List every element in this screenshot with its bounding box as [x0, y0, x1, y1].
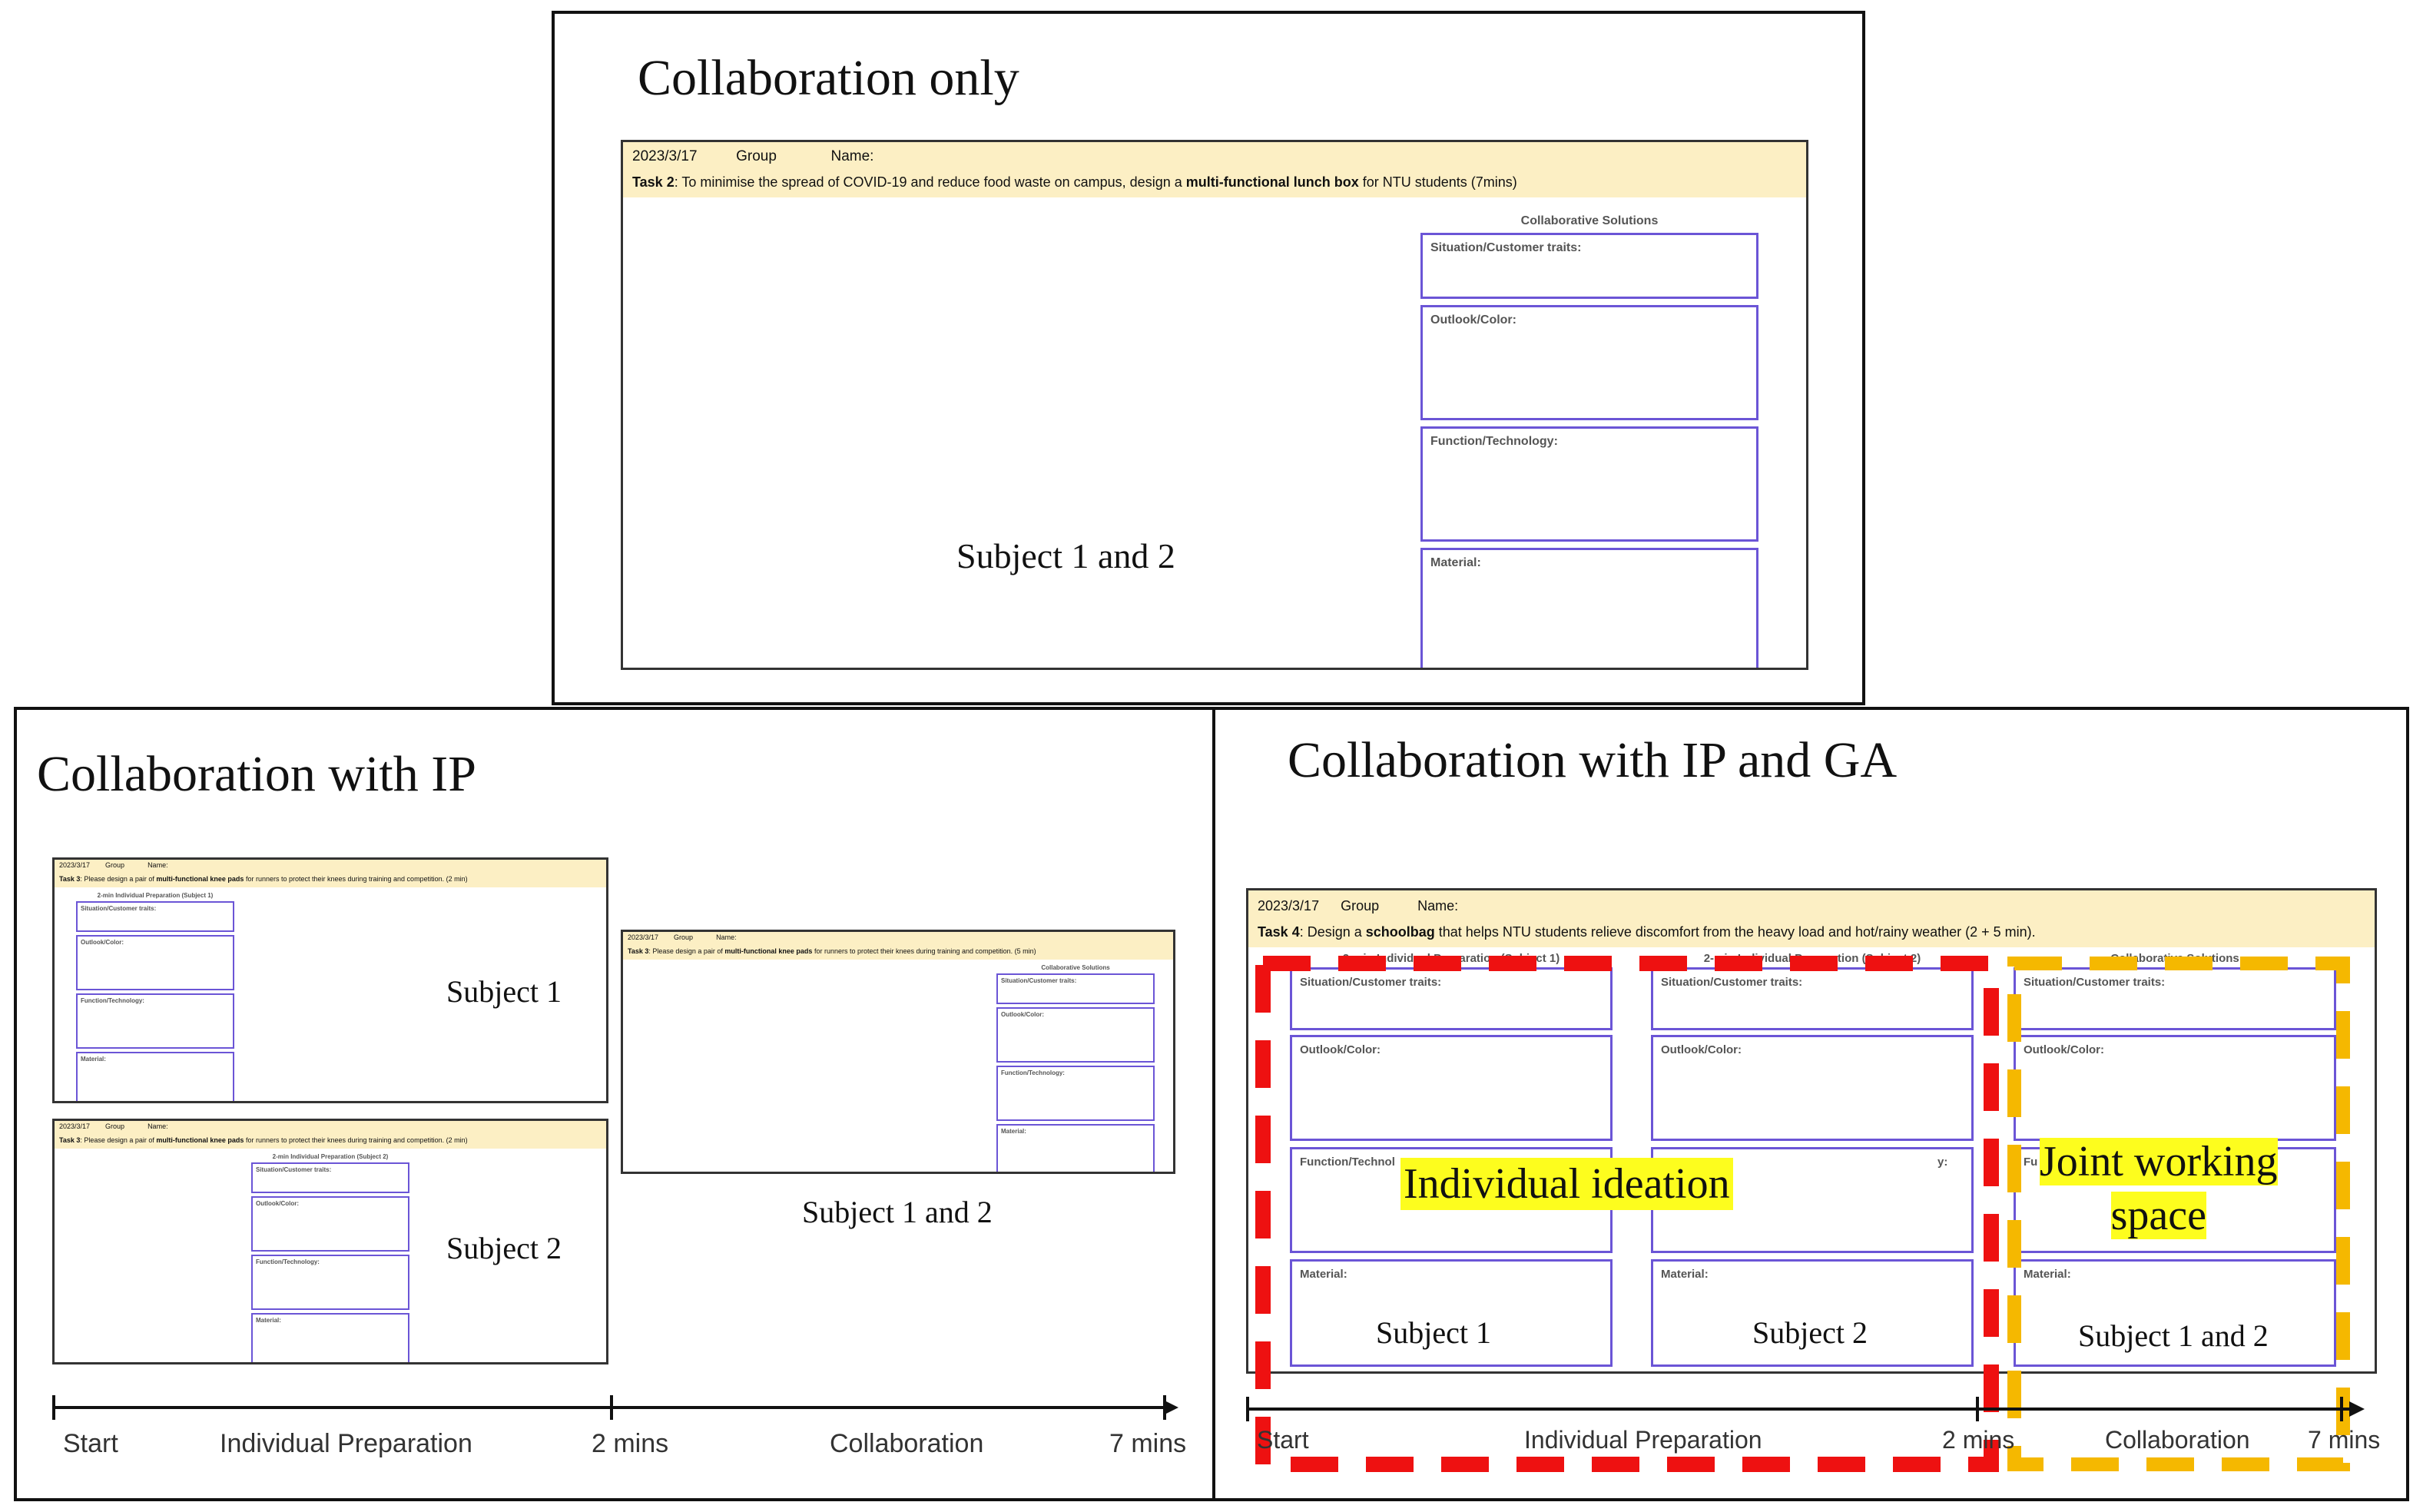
situation-box: Situation/Customer traits:	[251, 1162, 409, 1193]
joint-line-1: Joint working	[2040, 1138, 2278, 1185]
subject-label: Subject 1 and 2	[956, 536, 1175, 575]
panel-title: Collaboration only	[638, 50, 1019, 106]
timeline-7-mins: 7 mins	[1109, 1429, 1187, 1458]
collab-column-title: Collaborative Solutions	[1520, 214, 1659, 227]
timeline-2-mins: 2 mins	[1942, 1426, 2015, 1454]
tick-7-mins	[2340, 1397, 2343, 1421]
s1-situation-box: Situation/Customer traits:	[1290, 967, 1613, 1030]
task-text: Task 4: Design a schoolbag that helps NT…	[1258, 924, 2036, 940]
individual-region-outline	[1255, 956, 1999, 1472]
outlook-box: Outlook/Color:	[996, 1007, 1155, 1063]
subject-1-label: Subject 1	[446, 974, 562, 1009]
timeline-start: Start	[1257, 1426, 1309, 1454]
timeline-ip: Start Individual Preparation 2 mins Coll…	[52, 1383, 1197, 1483]
material-box: Material:	[251, 1313, 409, 1362]
function-box: Function/Technology:	[996, 1066, 1155, 1121]
collab-material-box: Material:	[2014, 1259, 2336, 1367]
s1-outlook-box: Outlook/Color:	[1290, 1035, 1613, 1141]
outlook-box: Outlook/Color:	[76, 935, 234, 990]
s2-outlook-box: Outlook/Color:	[1651, 1035, 1974, 1141]
timeline-phase-individual: Individual Preparation	[220, 1429, 472, 1458]
timeline-arrow	[1163, 1400, 1178, 1415]
joint-region-outline	[2007, 957, 2350, 1471]
tick-2-mins	[1976, 1397, 1979, 1421]
timeline-start: Start	[63, 1429, 118, 1458]
function-box: Function/Technology:	[251, 1255, 409, 1310]
joint-working-space-highlight: Joint working space	[2035, 1133, 2282, 1244]
panel-title: Collaboration with IP	[37, 746, 476, 802]
tick-start	[52, 1395, 55, 1420]
situation-box: Situation/Customer traits:	[1420, 233, 1758, 299]
s1-material-box: Material:	[1290, 1259, 1613, 1367]
timeline-phase-collaboration: Collaboration	[2105, 1426, 2250, 1454]
collab-situation-box: Situation/Customer traits:	[2014, 967, 2336, 1030]
situation-box: Situation/Customer traits:	[76, 901, 234, 932]
s2-material-box: Material:	[1651, 1259, 1974, 1367]
timeline-7-mins: 7 mins	[2308, 1426, 2381, 1454]
function-box: Function/Technology:	[1420, 426, 1758, 542]
worksheet-header: 2023/3/17 Group Name: Task 2: To minimis…	[623, 142, 1806, 197]
timeline-2-mins: 2 mins	[592, 1429, 669, 1458]
prep-column-title: 2-min Individual Preparation (Subject 1)	[97, 892, 214, 899]
task-text: Task 3: Please design a pair of multi-fu…	[59, 1136, 468, 1144]
timeline-phase-collaboration: Collaboration	[830, 1429, 984, 1458]
tick-start	[1246, 1397, 1249, 1421]
header-meta: 2023/3/17 Group Name:	[632, 148, 873, 165]
outlook-box: Outlook/Color:	[1420, 305, 1758, 420]
subject-1-and-2-label: Subject 1 and 2	[802, 1195, 993, 1229]
group-text: Group	[736, 148, 777, 164]
date-text: 2023/3/17	[632, 148, 698, 164]
outlook-box: Outlook/Color:	[251, 1196, 409, 1252]
s2-situation-box: Situation/Customer traits:	[1651, 967, 1974, 1030]
timeline-axis	[1246, 1408, 2352, 1411]
individual-ideation-highlight: Individual ideation	[1400, 1158, 1733, 1210]
joint-line-2: space	[2110, 1192, 2206, 1239]
name-text: Name:	[830, 148, 874, 164]
tick-7-mins	[1163, 1395, 1166, 1420]
situation-box: Situation/Customer traits:	[996, 973, 1155, 1004]
task-text: Task 2: To minimise the spread of COVID-…	[632, 174, 1517, 190]
subject-1-and-2-label: Subject 1 and 2	[2078, 1318, 2269, 1353]
collab-outlook-box: Outlook/Color:	[2014, 1035, 2336, 1141]
timeline-phase-individual: Individual Preparation	[1524, 1426, 1762, 1454]
worksheet-collaboration-only: 2023/3/17 Group Name: Task 2: To minimis…	[621, 140, 1808, 670]
tick-2-mins	[610, 1395, 613, 1420]
function-box: Function/Technology:	[76, 993, 234, 1049]
material-box: Material:	[76, 1052, 234, 1101]
material-box: Material:	[996, 1124, 1155, 1172]
prep-column-title: 2-min Individual Preparation (Subject 2)	[272, 1153, 389, 1160]
timeline-arrow	[2349, 1401, 2365, 1417]
timeline-axis	[52, 1406, 1166, 1409]
material-box: Material:	[1420, 548, 1758, 668]
subject-2-label: Subject 2	[1752, 1315, 1868, 1350]
timeline-ip-ga: Start Individual Preparation 2 mins Coll…	[1246, 1394, 2398, 1494]
collab-column-title: Collaborative Solutions	[1041, 964, 1110, 971]
subject-2-label: Subject 2	[446, 1231, 562, 1265]
task-text: Task 3: Please design a pair of multi-fu…	[59, 875, 468, 883]
task-number: Task 2	[632, 174, 675, 190]
task-text: Task 3: Please design a pair of multi-fu…	[628, 947, 1036, 955]
subject-1-label: Subject 1	[1376, 1315, 1491, 1350]
panel-title: Collaboration with IP and GA	[1288, 732, 1898, 788]
dashed-region-overlay	[1255, 956, 2350, 1472]
panel-collaboration-only: Collaboration only 2023/3/17 Group Name:…	[552, 11, 1865, 705]
